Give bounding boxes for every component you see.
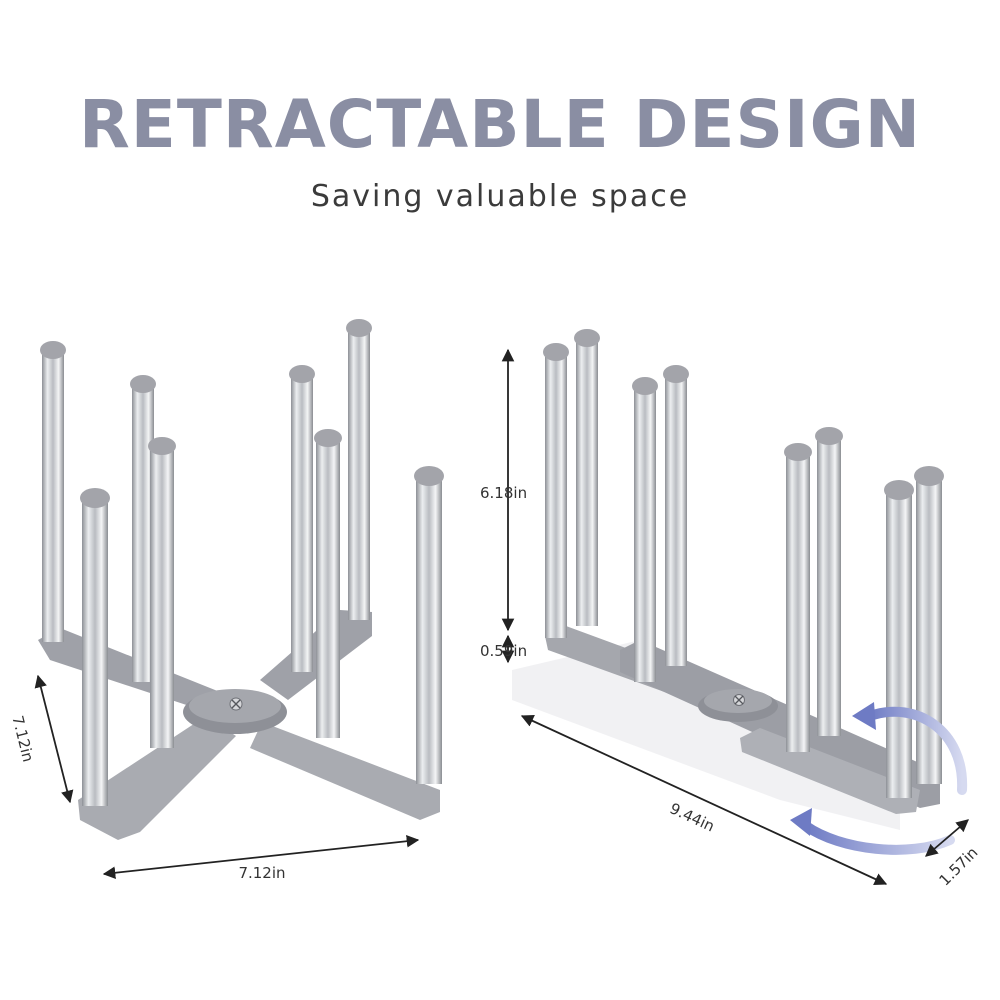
pole xyxy=(289,365,315,672)
pole xyxy=(784,443,812,752)
pole xyxy=(130,375,156,682)
dimension-label-folded-length: 9.44in xyxy=(667,799,717,835)
pole xyxy=(543,343,569,638)
pole xyxy=(314,429,342,738)
screw-icon xyxy=(229,697,243,711)
pole xyxy=(574,329,600,626)
pole xyxy=(884,480,914,798)
pole xyxy=(346,319,372,620)
dimension-line xyxy=(925,819,969,857)
pole xyxy=(40,341,66,642)
pole xyxy=(414,466,444,784)
dimension-label-expanded-side: 7.12in xyxy=(8,714,37,764)
folded-poles xyxy=(543,329,944,798)
pole xyxy=(663,365,689,666)
page-title: RETRACTABLE DESIGN xyxy=(78,86,922,163)
folded-rack: 6.18in 0.59in 9.44in 1.57in xyxy=(480,329,981,889)
pole xyxy=(914,466,944,784)
page-subtitle: Saving valuable space xyxy=(310,179,690,214)
pole xyxy=(148,437,176,748)
dimension-label-folded-width: 1.57in xyxy=(935,843,981,889)
dimension-line xyxy=(520,715,888,885)
dimension-line xyxy=(102,834,420,880)
expanded-rack: 7.12in 7.12in xyxy=(8,319,444,882)
dimension-line xyxy=(34,674,74,804)
pole xyxy=(632,377,658,682)
pole xyxy=(815,427,843,736)
dimension-label-folded-base: 0.59in xyxy=(480,642,527,660)
dimension-label-folded-height: 6.18in xyxy=(480,484,527,502)
dimension-label-expanded-bottom: 7.12in xyxy=(238,864,285,882)
screw-icon xyxy=(733,694,745,706)
pole xyxy=(80,488,110,806)
expanded-poles xyxy=(40,319,444,806)
